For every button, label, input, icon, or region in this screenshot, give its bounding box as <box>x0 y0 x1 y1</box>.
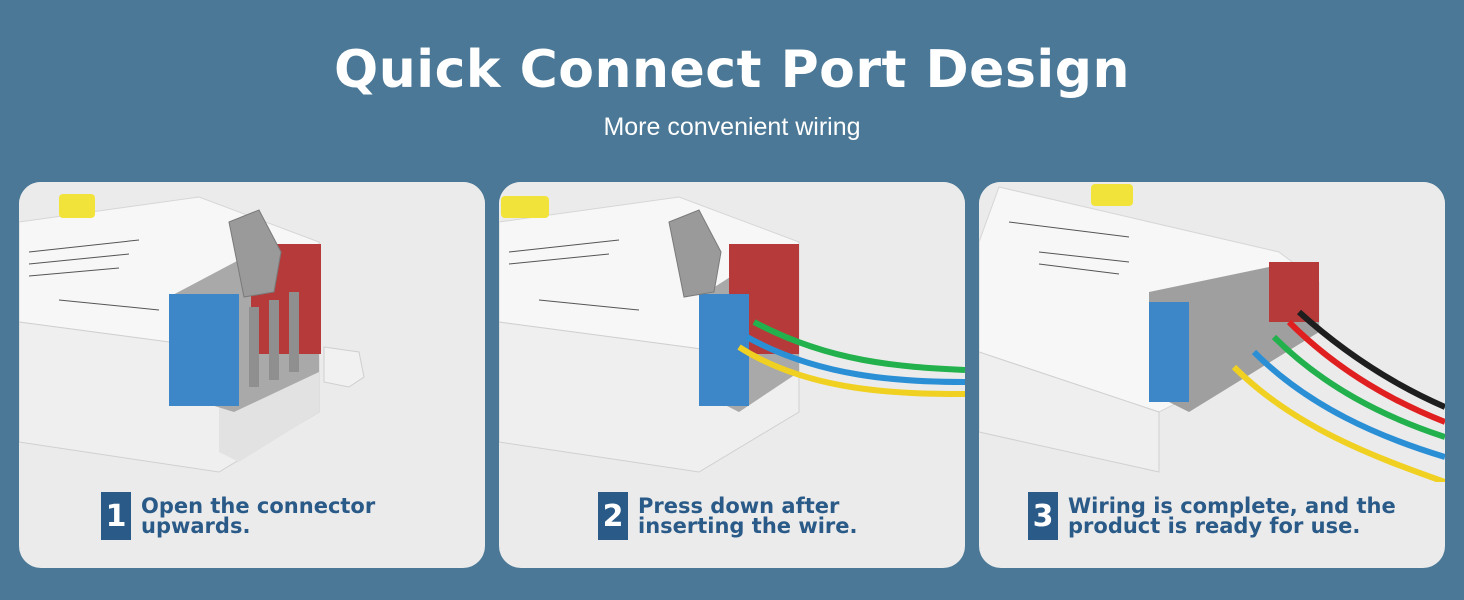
controller-photo-open-connector <box>19 182 485 482</box>
step-3: 3 Wiring is complete, and the product is… <box>1028 492 1396 540</box>
step-card-1: 1 Open the connector upwards. <box>19 182 485 568</box>
step-description: Press down after inserting the wire. <box>638 494 858 538</box>
step-2: 2 Press down after inserting the wire. <box>598 492 858 540</box>
step-card-3: 3 Wiring is complete, and the product is… <box>979 182 1445 568</box>
step-number-badge: 3 <box>1028 492 1058 540</box>
step-number-badge: 1 <box>101 492 131 540</box>
page-subtitle: More convenient wiring <box>603 113 861 141</box>
step-card-2: 2 Press down after inserting the wire. <box>499 182 965 568</box>
controller-photo-wired <box>979 182 1445 482</box>
controller-photo-insert-wire <box>499 182 965 482</box>
page-title: Quick Connect Port Design <box>334 40 1130 100</box>
step-description: Wiring is complete, and the product is r… <box>1068 494 1396 538</box>
step-number-badge: 2 <box>598 492 628 540</box>
step-description: Open the connector upwards. <box>141 494 376 538</box>
step-1: 1 Open the connector upwards. <box>101 492 375 540</box>
